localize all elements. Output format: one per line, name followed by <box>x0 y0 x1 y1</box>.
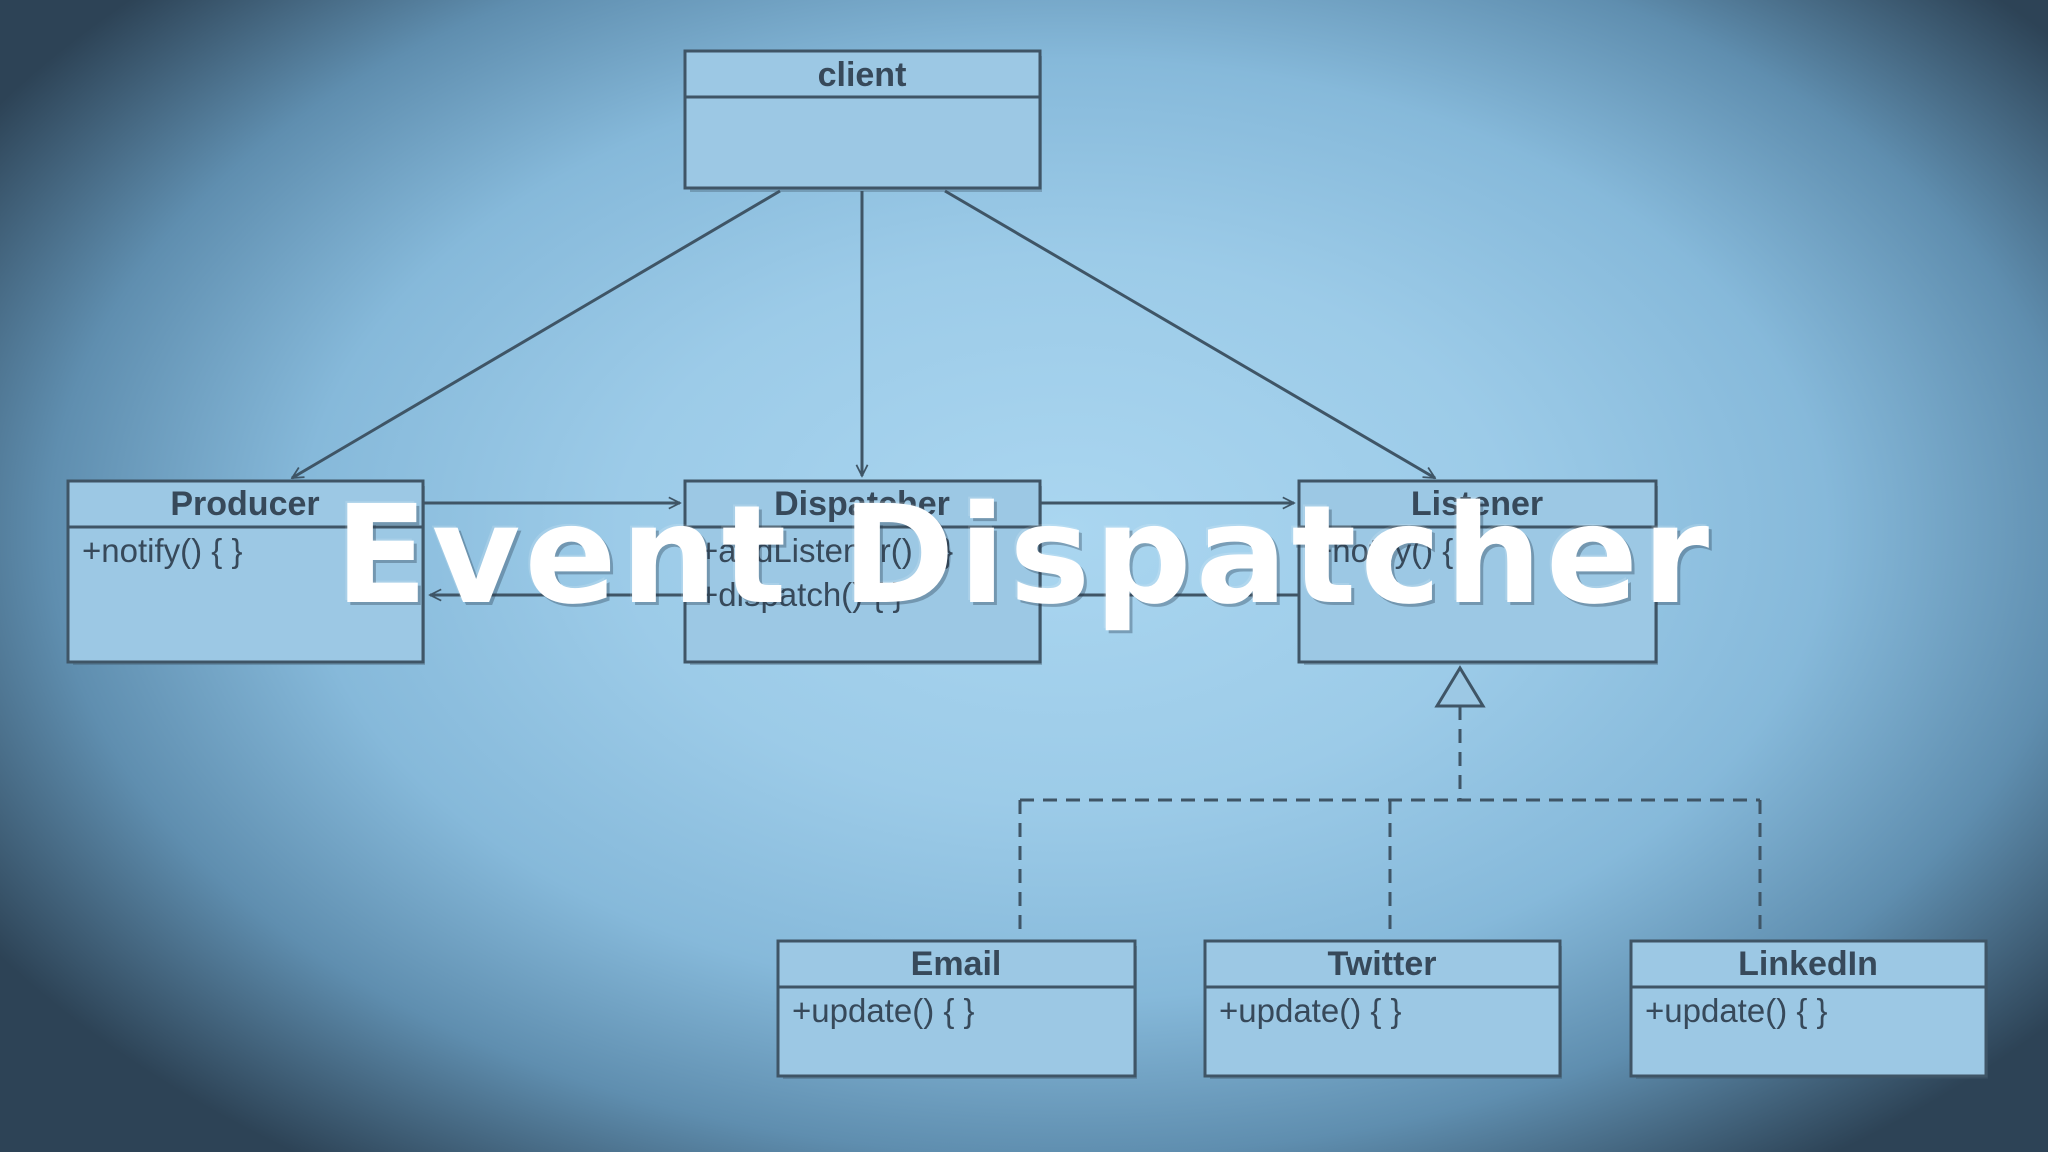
class-title-twitter: Twitter <box>1328 945 1437 983</box>
class-email: Email +update() { } <box>776 939 1137 1079</box>
class-title-producer: Producer <box>170 485 319 523</box>
class-title-dispatcher: Dispatcher <box>774 485 950 523</box>
class-title-linkedin: LinkedIn <box>1738 945 1878 983</box>
member-dispatcher-dispatch: +dispatch() { } <box>699 576 904 613</box>
class-title-listener: Listener <box>1411 485 1543 523</box>
class-listener: Listener +notify() { } <box>1297 479 1658 665</box>
realization-triangle-icon <box>1434 665 1486 708</box>
edge-client-to-listener <box>944 189 1435 480</box>
class-linkedin: LinkedIn +update() { } <box>1629 939 1988 1079</box>
class-client: client <box>683 49 1042 192</box>
class-title-client: client <box>818 56 907 94</box>
member-linkedin-update: +update() { } <box>1645 992 1828 1029</box>
member-producer-notify: +notify() { } <box>82 532 243 569</box>
headline-title: Event Dispatcher <box>334 477 1714 635</box>
class-dispatcher: Dispatcher +addListener() { } +dispatch(… <box>683 479 1042 665</box>
member-twitter-update: +update() { } <box>1219 992 1402 1029</box>
class-twitter: Twitter +update() { } <box>1203 939 1562 1079</box>
member-email-update: +update() { } <box>792 992 975 1029</box>
member-listener-notify: +notify() { } <box>1313 532 1474 569</box>
member-dispatcher-addlistener: +addListener() { } <box>699 532 953 569</box>
edge-client-to-producer <box>292 189 781 480</box>
class-producer: Producer +notify() { } <box>66 479 425 665</box>
class-title-email: Email <box>911 945 1002 983</box>
